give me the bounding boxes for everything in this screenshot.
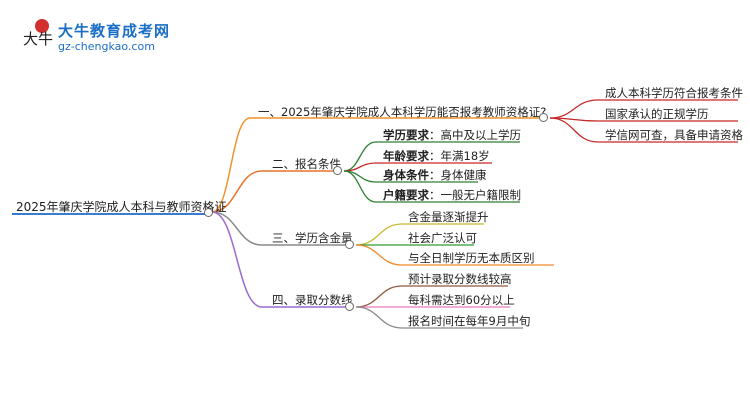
branch-1-child-3: 学信网可查，具备申请资格 bbox=[605, 128, 743, 142]
branch-2-child-2-sep: ： bbox=[429, 149, 441, 163]
branch-3-child-3: 与全日制学历无本质区别 bbox=[408, 251, 535, 265]
branch-3-child-1: 含金量逐渐提升 bbox=[408, 210, 489, 224]
branch-1-child-1-connector bbox=[549, 99, 599, 119]
branch-1-node-dot bbox=[539, 113, 548, 122]
branch-3-child-1-connector bbox=[355, 223, 403, 246]
brand-title: 大牛教育成考网 bbox=[58, 22, 171, 40]
branch-4-child-3: 报名时间在每年9月中旬 bbox=[408, 314, 531, 328]
branch-2-child-1: 学历要求：高中及以上学历 bbox=[383, 128, 521, 142]
branch-3-child-2: 社会广泛认可 bbox=[408, 231, 477, 245]
branch-2-child-1-key: 学历要求 bbox=[383, 128, 429, 142]
brand-logo: 大牛 bbox=[22, 17, 54, 51]
branch-1-connector bbox=[211, 117, 251, 213]
branch-2-child-1-sep: ： bbox=[429, 128, 441, 142]
branch-4-child-3-connector bbox=[355, 306, 403, 329]
branch-3-connector bbox=[211, 211, 263, 246]
branch-4-label: 四、录取分数线 bbox=[272, 293, 353, 307]
logo-glyph: 大牛 bbox=[23, 30, 53, 47]
branch-2-child-4: 户籍要求：一般无户籍限制 bbox=[383, 188, 521, 202]
branch-4-connector bbox=[211, 211, 263, 308]
branch-1-child-2: 国家承认的正规学历 bbox=[605, 107, 709, 121]
branch-2-child-4-key: 户籍要求 bbox=[383, 188, 429, 202]
branch-2-child-1-value: 高中及以上学历 bbox=[440, 128, 522, 142]
branch-3-child-3-connector bbox=[355, 244, 403, 266]
branch-3-label: 三、学历含金量 bbox=[272, 231, 353, 245]
branch-2-child-3: 身体条件：身体健康 bbox=[383, 168, 487, 182]
branch-2-child-3-key: 身体条件 bbox=[383, 168, 429, 182]
branch-1-child-1: 成人本科学历符合报考条件 bbox=[605, 86, 743, 100]
branch-1-label: 一、2025年肇庆学院成人本科学历能否报考教师资格证? bbox=[258, 105, 547, 119]
branch-2-label: 二、报名条件 bbox=[272, 157, 341, 171]
branch-2-child-3-sep: ： bbox=[429, 168, 441, 182]
branch-2-child-2: 年龄要求：年满18岁 bbox=[383, 149, 490, 163]
branch-2-child-4-connector bbox=[343, 170, 377, 203]
branch-4-child-1-connector bbox=[355, 285, 403, 308]
branch-4-node-dot bbox=[345, 302, 354, 311]
bull-logo-icon: 大牛 bbox=[23, 19, 53, 48]
branch-1-child-3-connector bbox=[549, 117, 599, 143]
branch-2-child-2-key: 年龄要求 bbox=[383, 149, 429, 163]
branch-4-child-2: 每科需达到60分以上 bbox=[408, 293, 515, 307]
branch-2-child-2-value: 年满18岁 bbox=[440, 149, 490, 163]
root-node-dot bbox=[204, 208, 213, 217]
branch-3-node-dot bbox=[345, 240, 354, 249]
root-topic: 2025年肇庆学院成人本科与教师资格证 bbox=[16, 200, 227, 214]
branch-4-child-1: 预计录取分数线较高 bbox=[408, 272, 512, 286]
brand-url: gz-chengkao.com bbox=[58, 40, 155, 53]
branch-2-child-3-value: 身体健康 bbox=[440, 168, 487, 182]
branch-2-connector bbox=[211, 170, 263, 213]
branch-2-node-dot bbox=[333, 166, 342, 175]
branch-2-child-4-sep: ： bbox=[429, 188, 441, 202]
branch-2-child-4-value: 一般无户籍限制 bbox=[440, 188, 522, 202]
